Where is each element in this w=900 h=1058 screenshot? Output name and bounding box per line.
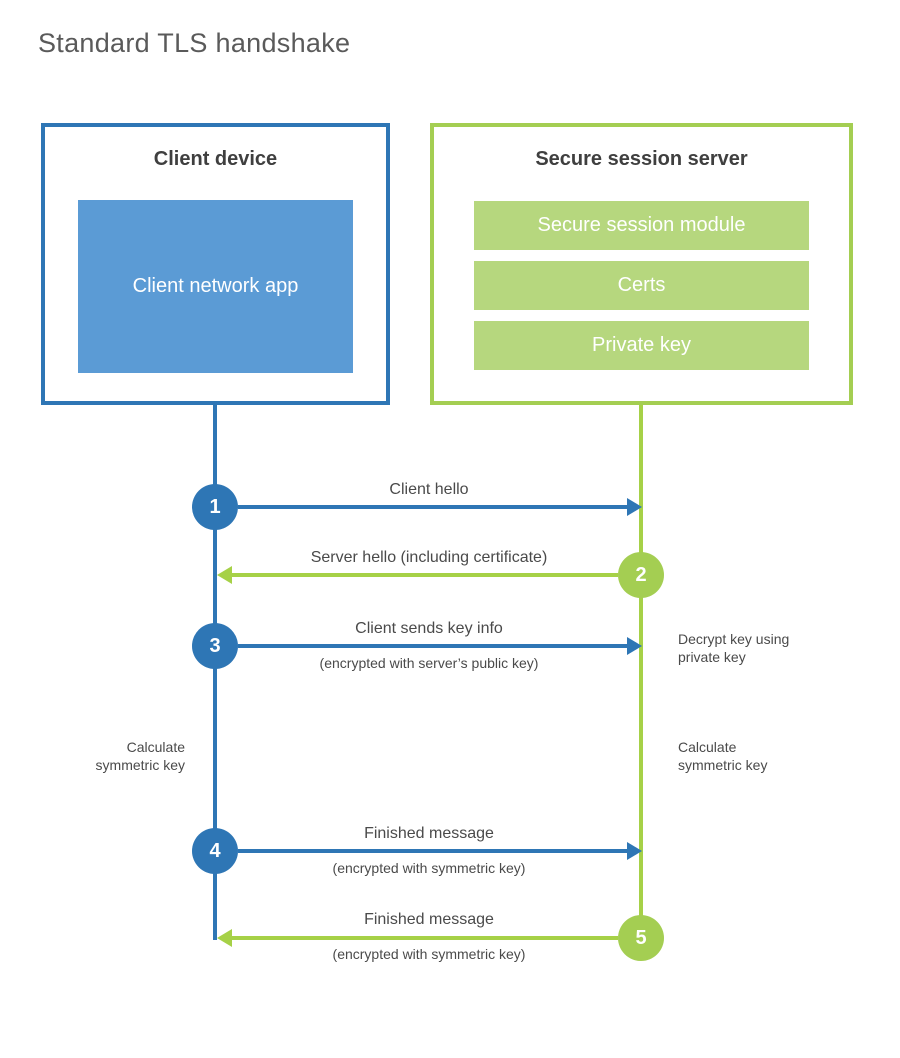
arrowhead-left-icon: [217, 566, 232, 584]
step-5-label: Finished message: [364, 911, 494, 928]
step-3-arrow: [238, 644, 627, 648]
note-calculate-symmetric-key-server: Calculate symmetric key: [678, 739, 768, 773]
secure-session-server-box: Secure session server Secure session mod…: [430, 123, 853, 405]
client-device-box: Client device Client network app: [41, 123, 390, 405]
step-1-arrow: [238, 505, 627, 509]
step-4-label: Finished message: [364, 825, 494, 842]
diagram-title: Standard TLS handshake: [38, 28, 351, 58]
client-lifeline: [213, 405, 217, 940]
note-decrypt-key: Decrypt key using private key: [678, 631, 790, 665]
server-module-certs: Certs: [474, 261, 809, 310]
arrowhead-right-icon: [627, 842, 642, 860]
server-module-private-key: Private key: [474, 321, 809, 370]
arrowhead-right-icon: [627, 498, 642, 516]
step-3-label: Client sends key info: [355, 620, 503, 637]
step-1-label: Client hello: [389, 481, 469, 498]
client-network-app-box: Client network app: [78, 200, 353, 373]
step-2-label: Server hello (including certificate): [310, 549, 548, 566]
step-2-arrow: [232, 573, 618, 577]
server-module-secure-session-module: Secure session module: [474, 201, 809, 250]
server-lifeline: [639, 405, 643, 942]
step-5-sublabel: (encrypted with symmetric key): [332, 946, 526, 962]
arrowhead-left-icon: [217, 929, 232, 947]
step-1-badge: 1: [192, 484, 238, 530]
step-3-badge: 3: [192, 623, 238, 669]
step-5-arrow: [232, 936, 618, 940]
arrowhead-right-icon: [627, 637, 642, 655]
step-4-sublabel: (encrypted with symmetric key): [332, 860, 526, 876]
note-calculate-symmetric-key-client: Calculate symmetric key: [95, 739, 185, 773]
step-4-arrow: [238, 849, 627, 853]
step-5-badge: 5: [618, 915, 664, 961]
step-3-sublabel: (encrypted with server’s public key): [319, 655, 539, 671]
secure-session-server-title: Secure session server: [535, 148, 748, 170]
step-4-badge: 4: [192, 828, 238, 874]
step-2-badge: 2: [618, 552, 664, 598]
client-device-title: Client device: [153, 148, 278, 170]
